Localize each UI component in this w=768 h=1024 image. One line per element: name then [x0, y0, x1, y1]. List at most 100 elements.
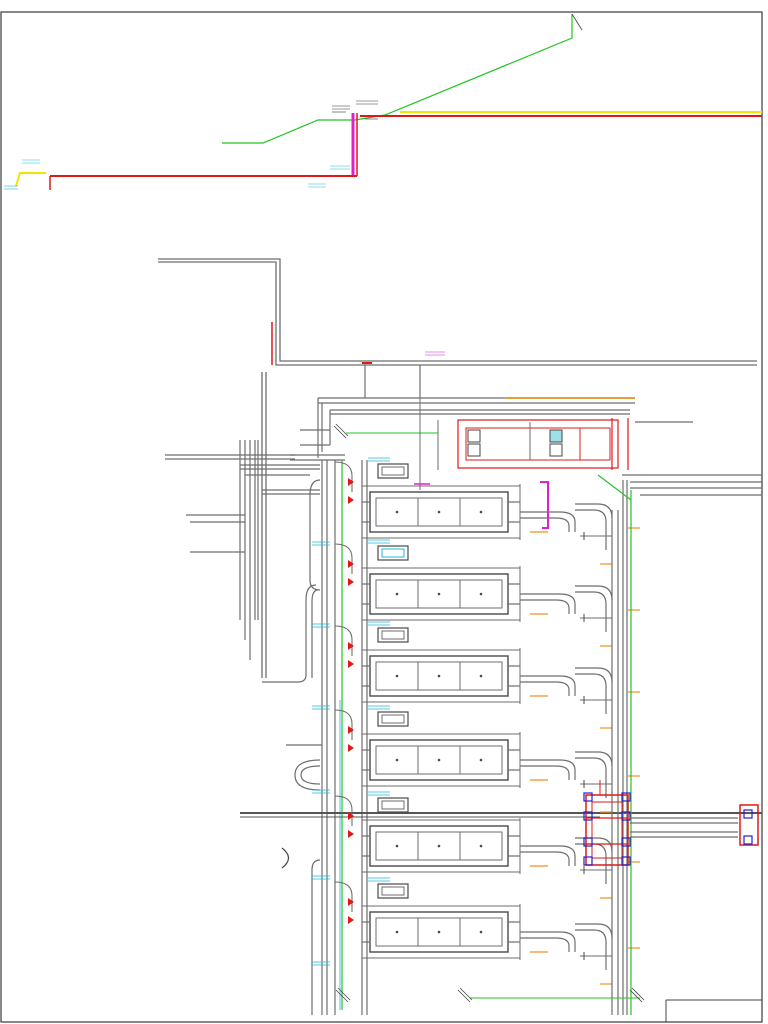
header-connection [575, 751, 613, 767]
red-valve [348, 642, 354, 650]
inlet-elbow [334, 625, 353, 656]
unit-port-mark [395, 510, 399, 514]
valve-box-inner [381, 886, 405, 896]
inlet-elbow [334, 709, 353, 740]
outlet-pipe [520, 851, 570, 866]
red-valve [348, 726, 354, 734]
valve-box [377, 797, 409, 813]
header-connection [575, 843, 607, 884]
equipment-rows [312, 457, 640, 985]
red-valve [348, 830, 354, 838]
yellow-pipe-west [15, 172, 46, 187]
unit-port-mark [479, 510, 483, 514]
unit-port-mark [395, 930, 399, 934]
outlet-pipe [520, 759, 576, 780]
header-connection [575, 503, 613, 519]
equipment-unit-casing [369, 739, 509, 781]
valve-box [377, 463, 409, 479]
unit-port-mark [437, 758, 441, 762]
equipment-unit-casing [369, 491, 509, 533]
outlet-pipe [520, 593, 576, 614]
equipment-unit-casing [369, 825, 509, 867]
unit-port-mark [395, 758, 399, 762]
red-valve [348, 744, 354, 752]
equipment-unit-inner [375, 745, 503, 775]
inlet-elbow [334, 881, 353, 912]
equipment-unit-inner [375, 579, 503, 609]
red-valve [348, 560, 354, 568]
magenta-pipe [540, 481, 549, 529]
header-connection [575, 673, 607, 714]
annotation-marks-top [4, 100, 378, 190]
outlet-pipe [520, 681, 570, 696]
equipment-unit-inner [375, 661, 503, 691]
unit-port-mark [479, 592, 483, 596]
outlet-pipe [520, 931, 576, 952]
unit-port-mark [437, 674, 441, 678]
header-connection [575, 585, 613, 601]
outlet-pipe [520, 765, 570, 780]
outlet-pipe [520, 675, 576, 696]
grid-stubs-bottom [333, 423, 645, 1003]
unit-port-mark [437, 510, 441, 514]
unit-port-mark [437, 592, 441, 596]
valve-box-inner [381, 548, 405, 558]
valve-box [377, 711, 409, 727]
outlet-pipe [520, 845, 576, 866]
header-connection [575, 757, 607, 798]
inlet-elbow [334, 543, 353, 574]
header-connection [575, 837, 613, 853]
valve-box-inner [381, 800, 405, 810]
header-connection [575, 667, 613, 683]
valve-box-inner [381, 630, 405, 640]
header-connection [575, 929, 607, 970]
unit-port-mark [395, 844, 399, 848]
valve-box [377, 545, 409, 561]
red-valve [348, 898, 354, 906]
unit-port-mark [479, 844, 483, 848]
equipment-pad-top [346, 398, 629, 490]
equipment-unit-casing [369, 655, 509, 697]
valve-box-inner [381, 714, 405, 724]
annotation-marks-mid [362, 351, 445, 364]
inlet-elbow [334, 461, 353, 492]
red-valve [348, 578, 354, 586]
unit-port-mark [479, 930, 483, 934]
main-header-duct [165, 365, 762, 660]
green-pipe-top [222, 14, 573, 144]
right-return-header [470, 474, 762, 1022]
left-collector [240, 460, 762, 1015]
sheet-border [0, 11, 763, 1023]
upper-duct-outline [158, 258, 757, 678]
equipment-unit-casing [369, 911, 509, 953]
header-connection [575, 591, 607, 632]
outlet-pipe [520, 517, 570, 532]
unit-port-mark [395, 592, 399, 596]
red-valve [348, 660, 354, 668]
red-valve [348, 812, 354, 820]
green-pipe-stub [571, 13, 583, 31]
equipment-unit-casing [369, 573, 509, 615]
outlet-pipe [520, 511, 576, 532]
unit-port-mark [479, 674, 483, 678]
outlet-pipe [520, 937, 570, 952]
crossing-frame-right [583, 780, 759, 866]
inlet-elbow [334, 795, 353, 826]
top-pipe-routing [4, 13, 762, 190]
equipment-unit-inner [375, 917, 503, 947]
red-valve [348, 916, 354, 924]
valve-box [377, 627, 409, 643]
red-valve [348, 478, 354, 486]
equipment-unit-inner [375, 497, 503, 527]
red-valve [348, 496, 354, 504]
unit-port-mark [437, 844, 441, 848]
valve-box [377, 883, 409, 899]
header-connection [575, 509, 607, 550]
equipment-unit-inner [375, 831, 503, 861]
valve-box-inner [381, 466, 405, 476]
header-connection [575, 923, 613, 939]
unit-port-mark [479, 758, 483, 762]
unit-port-mark [437, 930, 441, 934]
outlet-pipe [520, 599, 570, 614]
